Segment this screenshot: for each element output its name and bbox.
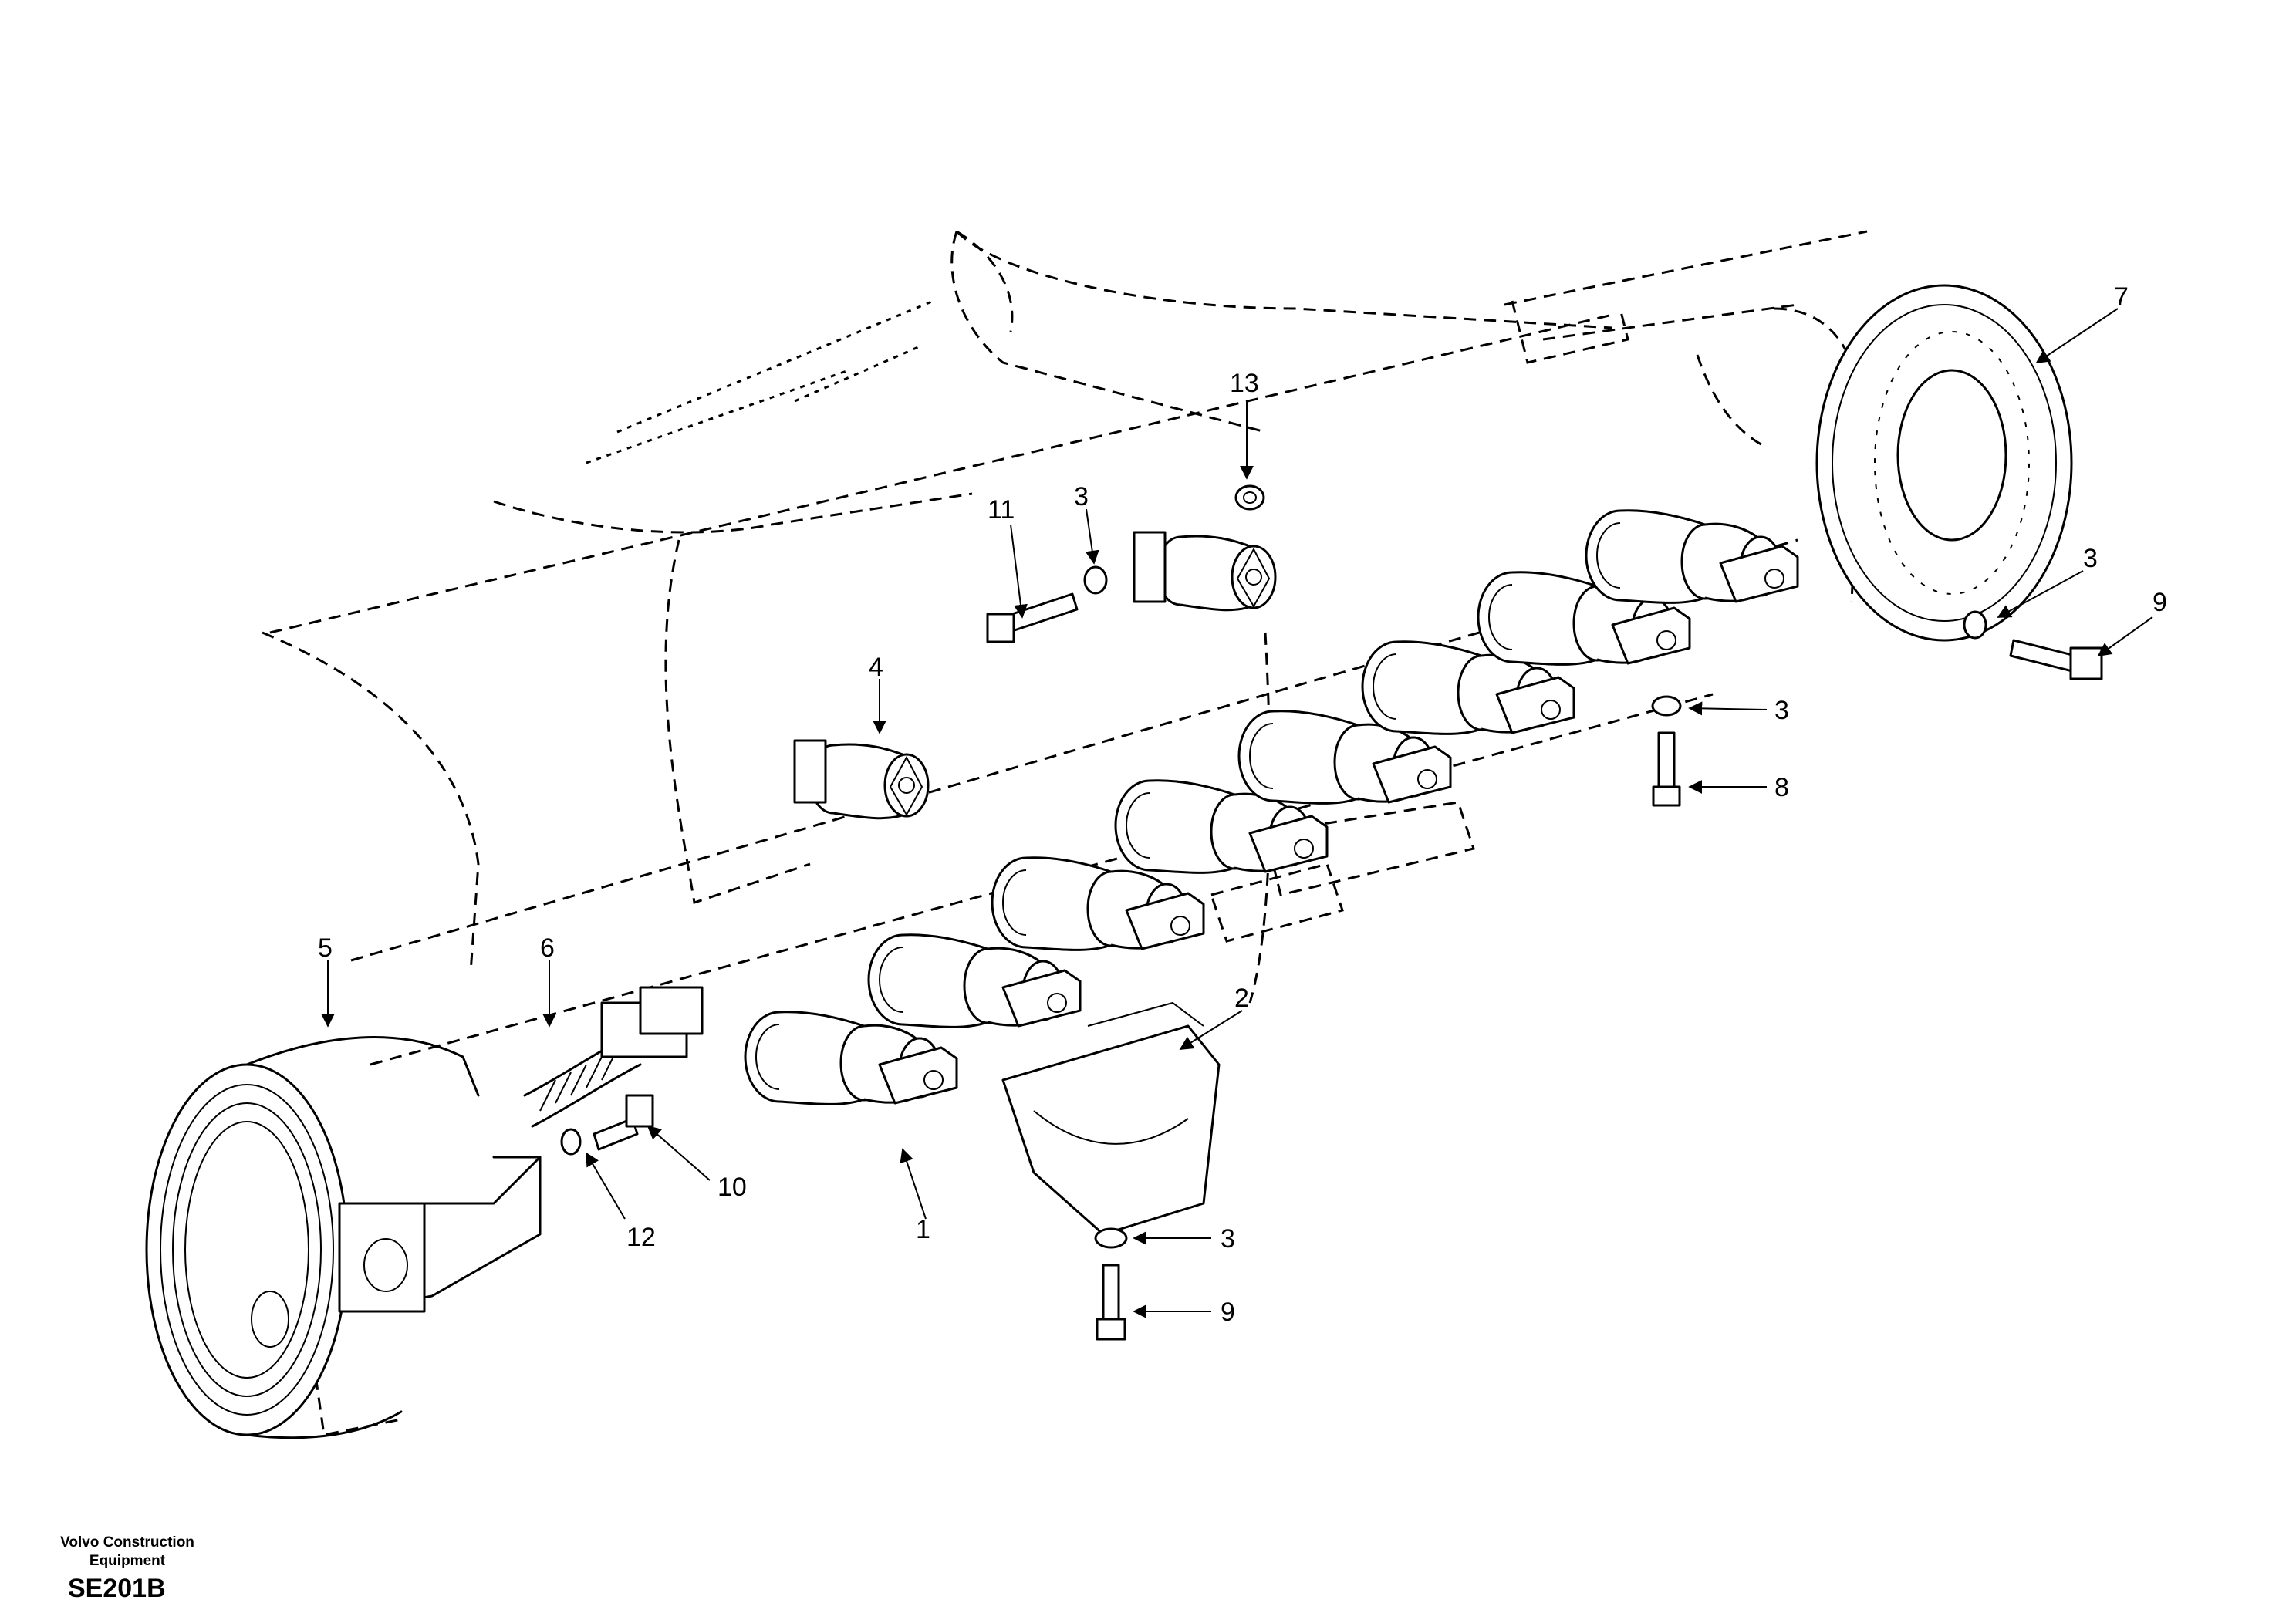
- callout-12: 12: [626, 1223, 656, 1252]
- manufacturer-line-1: Volvo Construction: [60, 1534, 194, 1551]
- callout-9-sprocket: 9: [2152, 588, 2167, 617]
- front-idler-wheel: [145, 1036, 480, 1439]
- callout-9-bottom: 9: [1221, 1298, 1235, 1327]
- callout-2: 2: [1234, 984, 1249, 1013]
- drive-sprocket: [1815, 284, 2073, 642]
- diagram-code: SE201B: [68, 1574, 166, 1603]
- callout-10: 10: [718, 1173, 747, 1202]
- callout-7: 7: [2114, 282, 2129, 312]
- carrier-roller-front: [809, 743, 930, 820]
- callout-labels: 1 2 3 3 3 3 4 5 6 7 8 9 9 10 11 12 13: [318, 282, 2167, 1327]
- fasteners: [560, 484, 2103, 1341]
- callout-11: 11: [988, 495, 1015, 525]
- callout-1: 1: [916, 1215, 930, 1244]
- manufacturer-line-2: Equipment: [89, 1553, 166, 1569]
- callout-13: 13: [1230, 369, 1259, 398]
- callout-5: 5: [318, 933, 333, 963]
- manufacturer-label: Volvo Construction Equipment: [31, 1534, 224, 1571]
- callout-3-sprocket: 3: [2083, 544, 2098, 573]
- callout-4: 4: [869, 653, 883, 682]
- carrier-roller-rear: [1156, 535, 1277, 612]
- callout-3-bottom: 3: [1221, 1224, 1235, 1254]
- callout-leaders: [321, 308, 2153, 1318]
- callout-3-right: 3: [1774, 696, 1789, 725]
- callout-8: 8: [1774, 773, 1789, 802]
- callout-3-top: 3: [1074, 482, 1089, 511]
- track-adjuster-spring: [338, 986, 704, 1313]
- track-guard: [1001, 1001, 1221, 1236]
- callout-6: 6: [540, 933, 555, 963]
